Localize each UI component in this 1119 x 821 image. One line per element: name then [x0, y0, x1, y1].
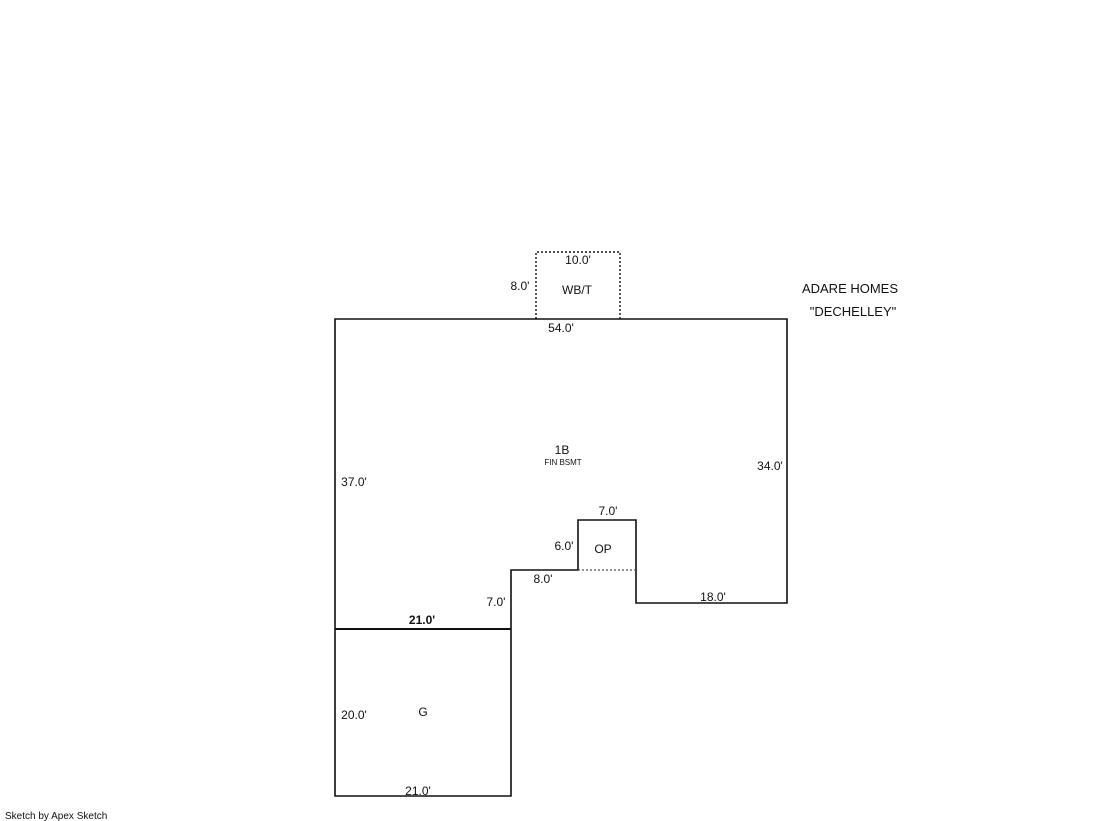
label-main: 1B: [555, 443, 570, 457]
dim-main-top: 54.0': [548, 321, 574, 335]
label-garage: G: [418, 705, 427, 719]
sketch-credit: Sketch by Apex Sketch: [5, 811, 107, 821]
dim-garage-top: 21.0': [409, 613, 435, 627]
dim-garage-bottom: 21.0': [405, 784, 431, 798]
dim-wbt-side: 8.0': [511, 279, 530, 293]
dim-main-left: 37.0': [341, 475, 367, 489]
dim-op-top: 7.0': [599, 504, 618, 518]
dim-step-bottom: 8.0': [534, 572, 553, 586]
dim-wbt-top: 10.0': [565, 253, 591, 267]
main-outline: [334, 318, 788, 797]
dim-op-side: 6.0': [555, 539, 574, 553]
dim-main-right: 34.0': [757, 459, 783, 473]
dim-right-bottom: 18.0': [700, 590, 726, 604]
label-wbt: WB/T: [562, 283, 593, 297]
title-line1: ADARE HOMES: [802, 281, 898, 296]
dim-garage-side: 20.0': [341, 708, 367, 722]
label-main-desc: FIN BSMT: [544, 458, 581, 467]
dim-step-side: 7.0': [487, 595, 506, 609]
title-line2: "DECHELLEY": [810, 304, 897, 319]
wbt-dotted-outline: [535, 251, 621, 319]
label-op: OP: [594, 542, 611, 556]
